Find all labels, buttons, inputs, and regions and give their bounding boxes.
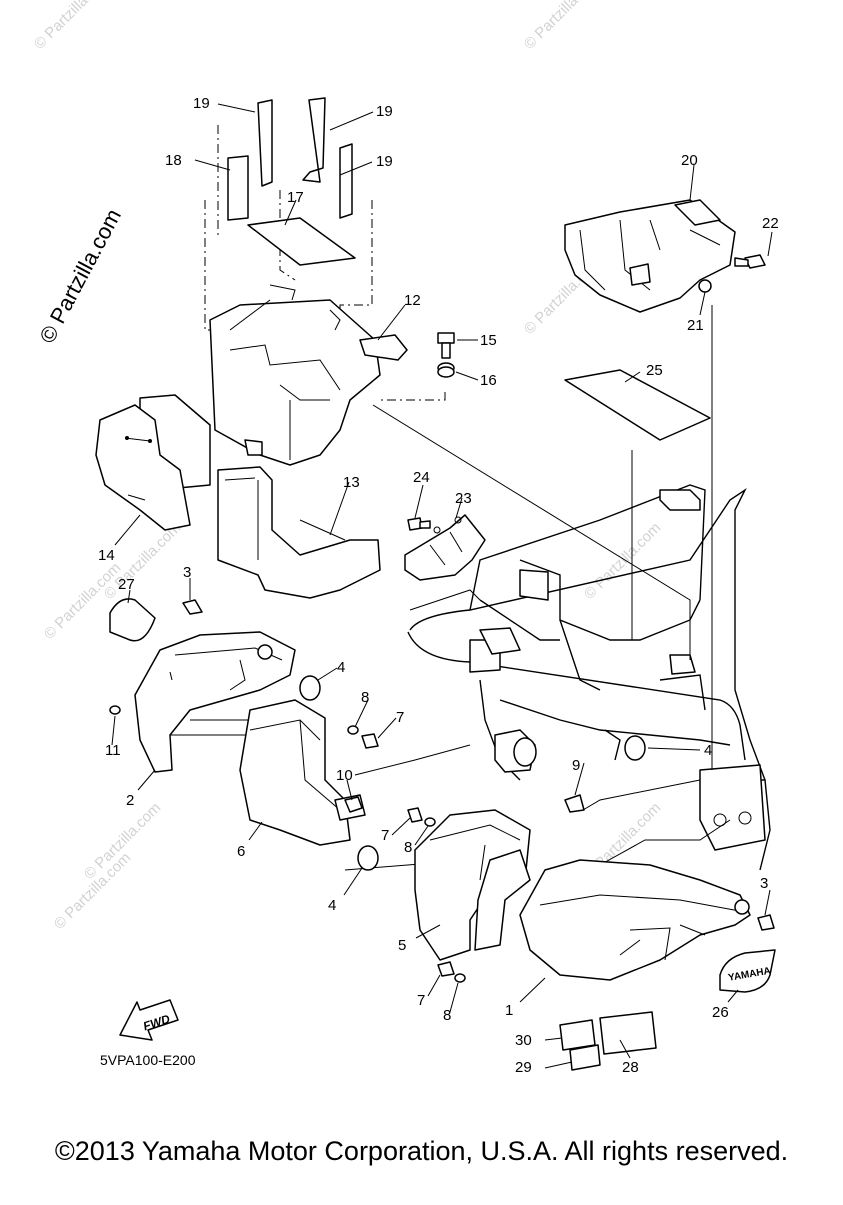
callout-21: 21 — [687, 317, 704, 334]
dampers-4 — [299, 675, 646, 871]
callout-15: 15 — [480, 332, 497, 349]
callout-19-c: 19 — [376, 153, 393, 170]
diagram-code: 5VPA100-E200 — [100, 1052, 196, 1068]
part-14 — [95, 394, 211, 531]
part-12-body — [209, 299, 381, 466]
bolt-group-15-16 — [437, 332, 455, 378]
part-12-strap — [359, 334, 408, 361]
callout-numbers: 1 2 3 3 4 4 4 5 6 7 7 7 8 8 8 9 10 11 12… — [98, 95, 779, 1076]
callout-19-b: 19 — [376, 103, 393, 120]
callout-13: 13 — [343, 474, 360, 491]
part-25 — [564, 369, 711, 441]
watermark-1: © Partzilla.com — [31, 0, 114, 53]
callout-30: 30 — [515, 1032, 532, 1049]
callout-18: 18 — [165, 152, 182, 169]
part-18 — [227, 155, 249, 221]
callout-4-c: 4 — [328, 897, 336, 914]
callout-19-a: 19 — [193, 95, 210, 112]
part-1 — [519, 859, 751, 981]
callout-7-a: 7 — [396, 709, 404, 726]
part-19-left — [257, 99, 273, 187]
callout-22: 22 — [762, 215, 779, 232]
callout-27: 27 — [118, 576, 135, 593]
callout-14: 14 — [98, 547, 115, 564]
callout-29: 29 — [515, 1059, 532, 1076]
copyright-notice: ©2013 Yamaha Motor Corporation, U.S.A. A… — [54, 1136, 789, 1166]
callout-20: 20 — [681, 152, 698, 169]
callout-3-a: 3 — [183, 564, 191, 581]
labels-28-30 — [559, 1011, 657, 1071]
callout-26: 26 — [712, 1004, 729, 1021]
callout-24: 24 — [413, 469, 430, 486]
part-20-21-22 — [564, 199, 766, 313]
callout-9: 9 — [572, 757, 580, 774]
callout-7-c: 7 — [417, 992, 425, 1009]
callout-8-c: 8 — [443, 1007, 451, 1024]
part-13 — [217, 466, 381, 599]
callout-3-b: 3 — [760, 875, 768, 892]
callout-10: 10 — [336, 767, 353, 784]
callout-1: 1 — [505, 1002, 513, 1019]
fasteners — [109, 599, 775, 983]
callout-12: 12 — [404, 292, 421, 309]
battery-box — [209, 284, 408, 466]
callout-28: 28 — [622, 1059, 639, 1076]
fwd-arrow: FWD — [119, 999, 179, 1041]
callout-8-b: 8 — [404, 839, 412, 856]
part-19-right — [339, 143, 353, 219]
callout-8-a: 8 — [361, 689, 369, 706]
part-10 — [344, 796, 363, 813]
watermark-4: © Partzilla.com — [581, 519, 664, 602]
callout-17: 17 — [287, 189, 304, 206]
part-5 — [414, 809, 531, 961]
part-19-center — [302, 97, 326, 183]
part-26: YAMAHA — [719, 949, 776, 993]
callout-4-b: 4 — [704, 742, 712, 759]
callout-2: 2 — [126, 792, 134, 809]
callout-16: 16 — [480, 372, 497, 389]
callout-5: 5 — [398, 937, 406, 954]
part-23-24 — [404, 514, 486, 581]
part-27 — [109, 598, 156, 642]
callout-leaders — [111, 103, 773, 1069]
part-17 — [247, 217, 356, 266]
callout-7-b: 7 — [381, 827, 389, 844]
callout-6: 6 — [237, 843, 245, 860]
part-2 — [134, 631, 296, 773]
callout-4-a: 4 — [337, 659, 345, 676]
pads-group — [227, 97, 356, 266]
watermark-main: © Partzilla.com — [34, 205, 126, 348]
callout-25: 25 — [646, 362, 663, 379]
callout-23: 23 — [455, 490, 472, 507]
watermark-2: © Partzilla.com — [521, 0, 604, 53]
callout-11: 11 — [105, 742, 121, 759]
